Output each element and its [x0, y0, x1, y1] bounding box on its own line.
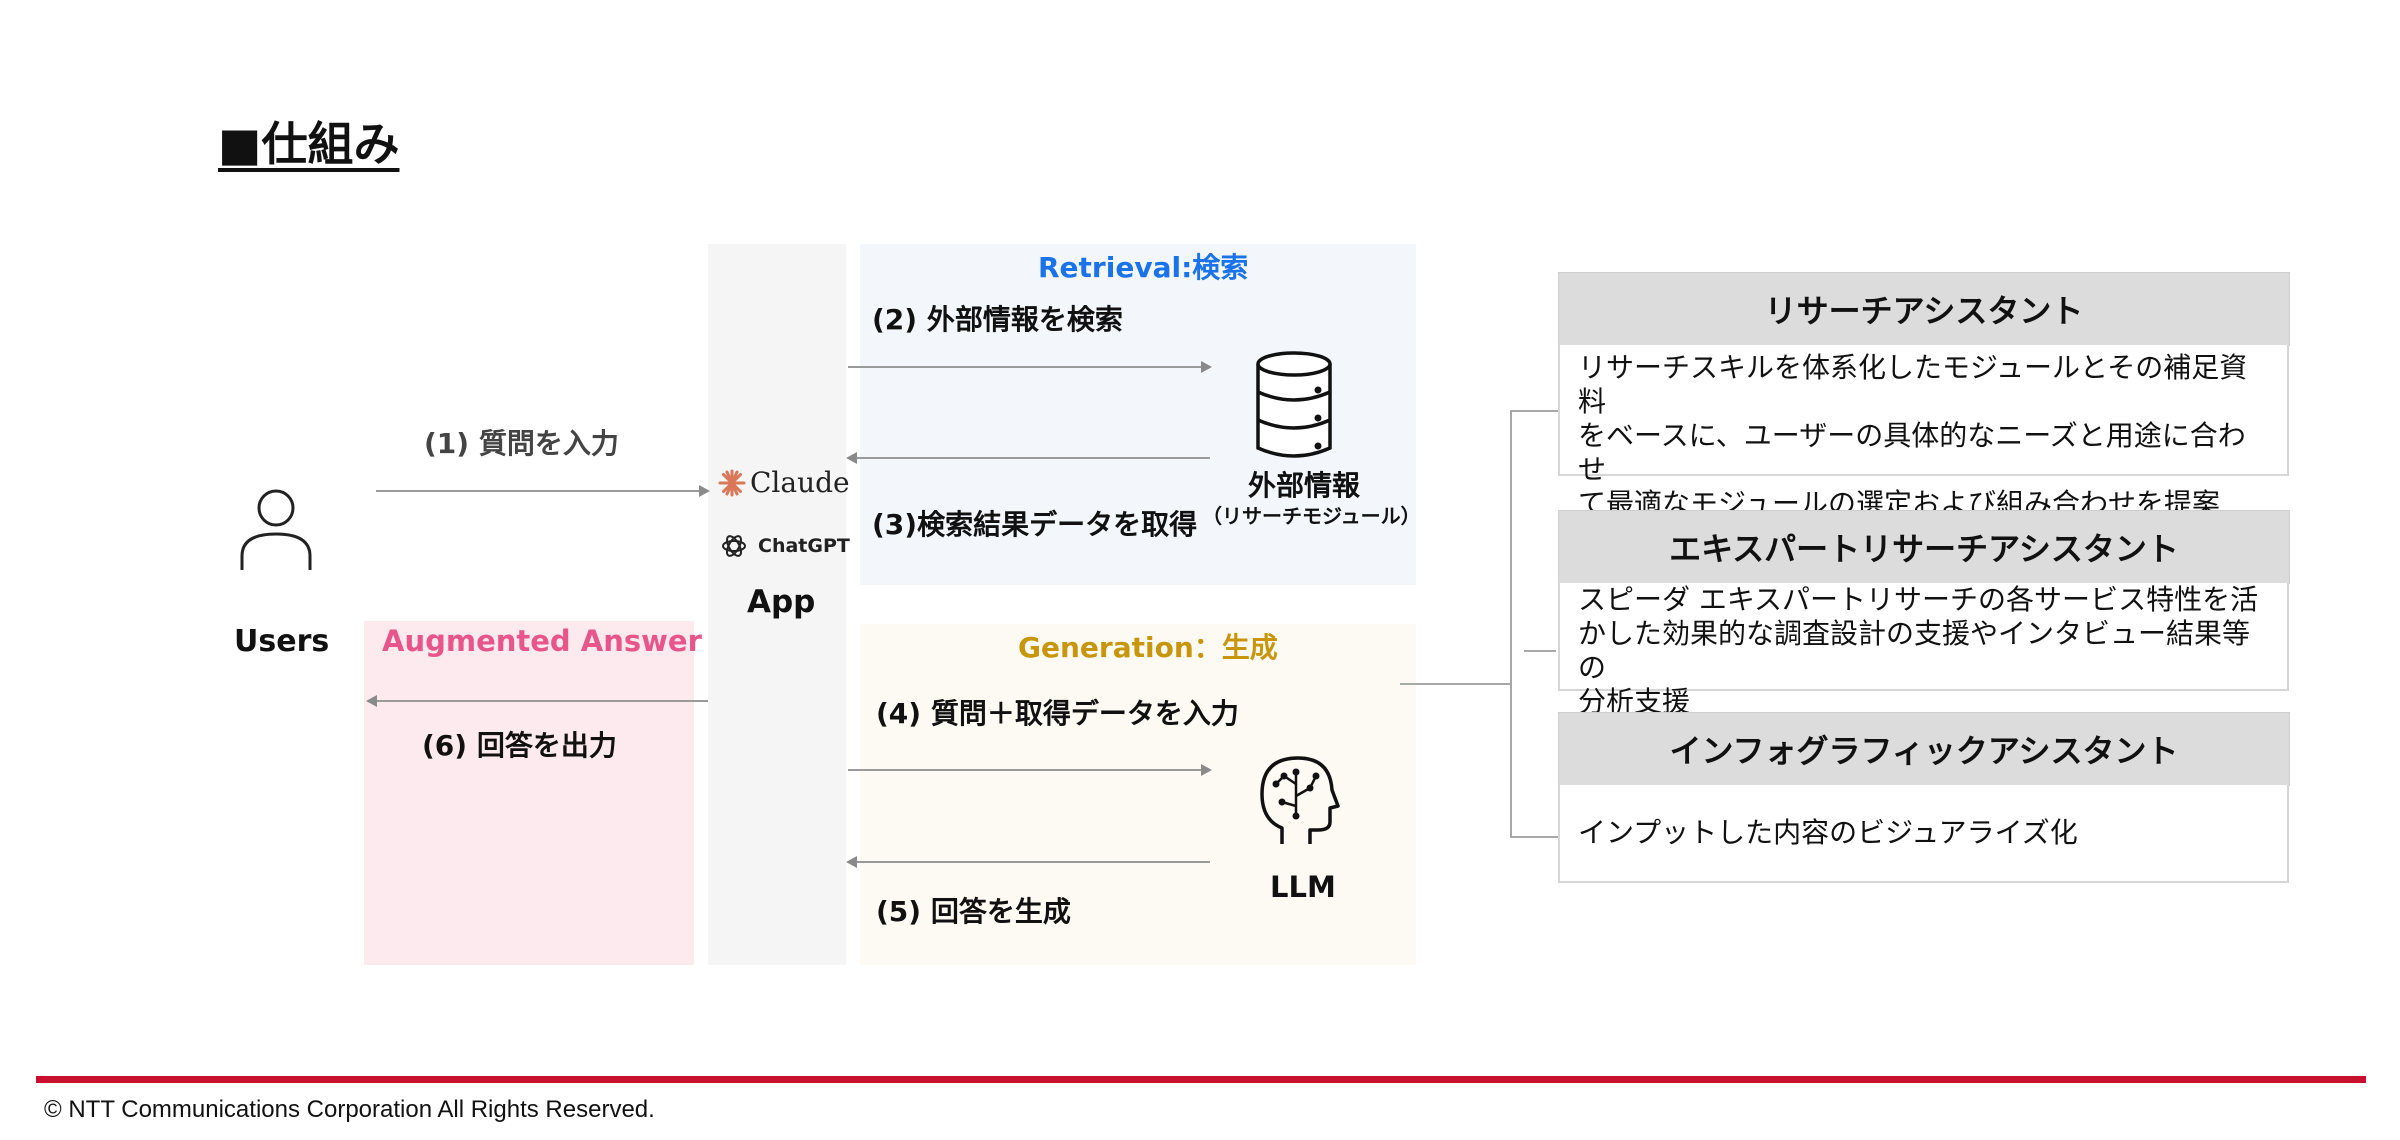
- assistant-card-2-title: エキスパートリサーチアシスタント: [1558, 510, 2290, 584]
- step-3-label: (3)検索結果データを取得: [872, 508, 1198, 541]
- generation-panel: [860, 624, 1416, 965]
- brain-icon: [1256, 752, 1340, 848]
- assistant-card-2-body: スピーダ エキスパートリサーチの各サービス特性を活 かした効果的な調査設計の支援…: [1558, 583, 2289, 718]
- claude-logo: Claude: [718, 466, 850, 499]
- assistant-card-1-title: リサーチアシスタント: [1558, 272, 2290, 346]
- chatgpt-logo: ChatGPT: [720, 532, 850, 560]
- generation-label: Generation：生成: [1018, 631, 1278, 664]
- retrieval-label: Retrieval:検索: [1038, 251, 1249, 284]
- app-panel: [708, 244, 846, 965]
- connector-line: [1400, 683, 1510, 685]
- arrow-step-2: [848, 361, 1212, 373]
- claude-label: Claude: [750, 466, 850, 499]
- arrow-step-4: [848, 764, 1212, 776]
- assistant-card-1-line-1: リサーチスキルを体系化したモジュールとその補足資料: [1578, 351, 2248, 418]
- users-label: Users: [234, 624, 330, 659]
- step-5-label: (5) 回答を生成: [876, 895, 1071, 928]
- assistant-card-1-line-2: をベースに、ユーザーの具体的なニーズと用途に合わせ: [1578, 419, 2246, 486]
- step-4-label: (4) 質問＋取得データを入力: [876, 697, 1239, 730]
- assistant-card-2-line-1: スピーダ エキスパートリサーチの各サービス特性を活: [1578, 583, 2259, 616]
- arrow-step-1: [376, 485, 710, 497]
- arrow-step-5: [846, 856, 1210, 868]
- assistant-card-2-line-2: かした効果的な調査設計の支援やインタビュー結果等の: [1578, 617, 2251, 684]
- step-6-label: (6) 回答を出力: [422, 729, 617, 762]
- step-1-label: (1) 質問を入力: [424, 427, 619, 460]
- bracket-tick-middle: [1524, 650, 1556, 652]
- arrow-step-6: [366, 695, 708, 707]
- bracket-connector: [1510, 410, 1558, 838]
- step-2-label: (2) 外部情報を検索: [872, 303, 1123, 336]
- assistant-card-3-title: インフォグラフィックアシスタント: [1558, 712, 2290, 786]
- copyright-text: © NTT Communications Corporation All Rig…: [44, 1096, 655, 1123]
- arrow-step-3: [846, 452, 1210, 464]
- assistant-card-3-line-1: インプットした内容のビジュアライズ化: [1578, 816, 2078, 849]
- assistant-card-3-body: インプットした内容のビジュアライズ化: [1558, 785, 2289, 883]
- page-title: ■仕組み: [218, 117, 400, 171]
- database-icon: [1254, 350, 1334, 462]
- claude-burst-icon: [718, 469, 746, 496]
- augmented-answer-label: Augmented Answer: [382, 624, 702, 658]
- external-info-label: 外部情報: [1248, 469, 1361, 502]
- chatgpt-knot-icon: [722, 535, 746, 557]
- chatgpt-label: ChatGPT: [758, 535, 850, 557]
- footer-divider: [36, 1076, 2366, 1083]
- assistant-card-1-body: リサーチスキルを体系化したモジュールとその補足資料 をベースに、ユーザーの具体的…: [1558, 345, 2289, 520]
- user-icon: [238, 484, 314, 574]
- app-label: App: [747, 584, 816, 620]
- augmented-panel: [364, 621, 694, 965]
- llm-label: LLM: [1270, 870, 1336, 904]
- external-info-sublabel: （リサーチモジュール）: [1202, 504, 1421, 528]
